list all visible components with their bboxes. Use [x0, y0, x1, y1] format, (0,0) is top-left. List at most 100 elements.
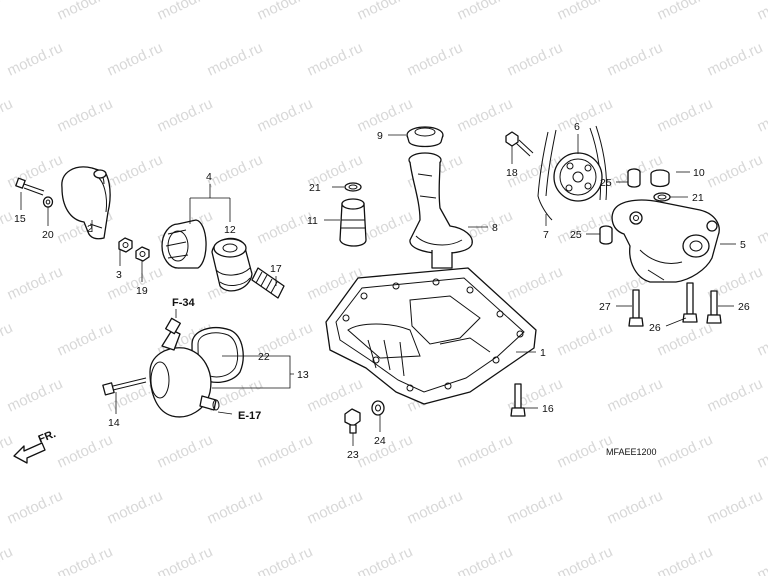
watermark-text: motod.ru — [5, 263, 66, 303]
joint-17 — [251, 267, 285, 299]
filter-housing — [161, 219, 207, 269]
watermark-text: motod.ru — [55, 543, 116, 576]
callout-13: 13 — [297, 369, 309, 381]
watermark-text: motod.ru — [555, 319, 616, 359]
watermark-text: motod.ru — [655, 319, 716, 359]
callout-2: 2 — [87, 223, 93, 235]
watermark-text: motod.ru — [255, 95, 316, 135]
watermark-text: motod.ru — [755, 319, 768, 359]
washer-21-left — [344, 182, 362, 192]
watermark-text: motod.ru — [205, 151, 266, 191]
oil-filter-12 — [211, 237, 253, 292]
watermark-text: motod.ru — [305, 375, 366, 415]
oil-cooler-13 — [149, 317, 220, 418]
washer-20 — [42, 196, 54, 208]
watermark-text: motod.ru — [605, 487, 666, 527]
watermark-text: motod.ru — [705, 487, 766, 527]
watermark-text: motod.ru — [205, 39, 266, 79]
watermark-text: motod.ru — [505, 487, 566, 527]
watermark-text: motod.ru — [755, 543, 768, 576]
watermark-text: motod.ru — [105, 151, 166, 191]
watermark-text: motod.ru — [505, 263, 566, 303]
nut-3 — [118, 237, 133, 253]
watermark-text: motod.ru — [555, 0, 616, 24]
watermark-text: motod.ru — [55, 0, 116, 24]
watermark-text: motod.ru — [755, 431, 768, 471]
diagram-code: MFAEE1200 — [606, 447, 657, 457]
bolt-15 — [15, 177, 45, 196]
dowel-pin-25-lower — [599, 225, 613, 245]
callout-25-lower: 25 — [570, 229, 582, 241]
watermark-text: motod.ru — [605, 375, 666, 415]
watermark-text: motod.ru — [455, 95, 516, 135]
callout-8: 8 — [492, 222, 498, 234]
watermark-text: motod.ru — [555, 95, 616, 135]
bolt-18 — [505, 131, 534, 157]
watermark-text: motod.ru — [155, 95, 216, 135]
sprocket-6 — [553, 152, 603, 202]
callout-17: 17 — [270, 263, 282, 275]
callout-7: 7 — [543, 229, 549, 241]
callout-4: 4 — [206, 171, 212, 183]
watermark-text: motod.ru — [655, 543, 716, 576]
callout-16: 16 — [542, 403, 554, 415]
callout-26-center: 26 — [649, 322, 661, 334]
watermark-text: motod.ru — [5, 487, 66, 527]
watermark-text: motod.ru — [55, 95, 116, 135]
watermark-text: motod.ru — [755, 207, 768, 247]
watermark-text: motod.ru — [155, 0, 216, 24]
watermark-text: motod.ru — [105, 39, 166, 79]
watermark-text: motod.ru — [255, 207, 316, 247]
callout-15: 15 — [14, 213, 26, 225]
watermark-text: motod.ru — [705, 375, 766, 415]
watermark-text: motod.ru — [255, 0, 316, 24]
watermark-text: motod.ru — [505, 39, 566, 79]
callout-12: 12 — [224, 224, 236, 236]
watermark-text: motod.ru — [355, 95, 416, 135]
watermark-text: motod.ru — [0, 431, 15, 471]
callout-19: 19 — [136, 285, 148, 297]
callouts: 15 20 2 3 19 4 12 17 22 13 14 F-34 E-17 … — [14, 121, 750, 461]
callout-6: 6 — [574, 121, 580, 133]
watermark-text: motod.ru — [55, 431, 116, 471]
watermark-text: motod.ru — [5, 375, 66, 415]
leader-lines — [20, 134, 736, 446]
callout-1: 1 — [540, 347, 546, 359]
drain-bolt-23 — [344, 408, 361, 434]
direction-label: FR. — [37, 428, 58, 446]
watermark-text: motod.ru — [255, 543, 316, 576]
callout-21-left: 21 — [309, 182, 321, 194]
watermark-text: motod.ru — [405, 487, 466, 527]
callout-10: 10 — [693, 167, 705, 179]
watermark-text: motod.ru — [655, 95, 716, 135]
bolt-26-right — [706, 290, 722, 324]
watermark-text: motod.ru — [455, 543, 516, 576]
strainer-8 — [408, 152, 473, 269]
watermark-text: motod.ru — [605, 39, 666, 79]
watermark-text: motod.ru — [355, 543, 416, 576]
watermark-text: motod.ru — [655, 0, 716, 24]
watermark-text: motod.ru — [155, 543, 216, 576]
watermark-text: motod.ru — [5, 151, 66, 191]
callout-14: 14 — [108, 417, 120, 429]
watermark-text: motod.ru — [0, 543, 15, 576]
callout-18: 18 — [506, 167, 518, 179]
watermark-text: motod.ru — [555, 543, 616, 576]
bolt-14 — [102, 377, 147, 396]
washer-24 — [371, 400, 385, 416]
watermark-text: motod.ru — [655, 431, 716, 471]
bolt-16 — [510, 383, 526, 417]
collar-10 — [650, 169, 670, 188]
callout-23: 23 — [347, 449, 359, 461]
callout-3: 3 — [116, 269, 122, 281]
bolt-26-center — [682, 282, 698, 323]
watermark-text: motod.ru — [0, 95, 15, 135]
watermark-text: motod.ru — [755, 95, 768, 135]
watermark-text: motod.ru — [105, 487, 166, 527]
seal-9 — [406, 126, 444, 148]
oil-pan-1 — [325, 267, 537, 405]
callout-9: 9 — [377, 130, 383, 142]
watermark-text: motod.ru — [105, 263, 166, 303]
watermark-text: motod.ru — [705, 151, 766, 191]
watermark-text: motod.ru — [705, 39, 766, 79]
